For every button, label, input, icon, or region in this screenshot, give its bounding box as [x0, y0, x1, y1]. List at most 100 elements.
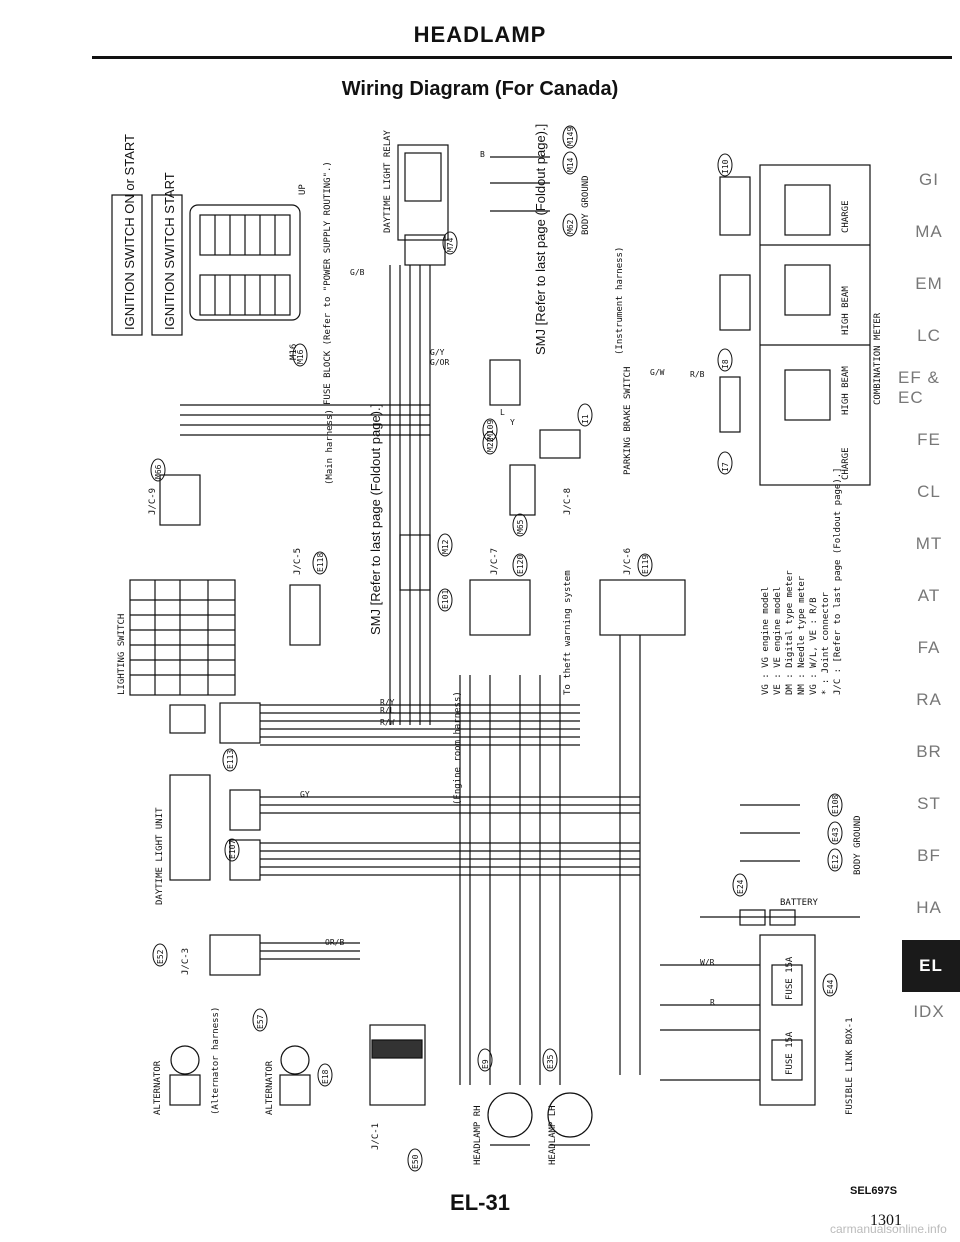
connector-e120: E120 — [512, 553, 528, 577]
main-harness-label: (Main harness) — [325, 409, 335, 485]
connector-id-text: I8 — [721, 359, 730, 369]
connector-id-text: E119 — [641, 555, 650, 574]
section-tab-ha[interactable]: HA — [916, 898, 942, 917]
section-tab-fa[interactable]: FA — [917, 638, 941, 657]
wire-label: R — [710, 998, 715, 1007]
legend-5: VG : W/L, VE : R/B — [809, 597, 819, 695]
jc5-box — [289, 584, 321, 646]
connector-m74: M74 — [442, 231, 458, 255]
connector-e12: E12 — [827, 848, 843, 872]
connector-i7: I7 — [717, 451, 733, 475]
section-tab-at[interactable]: AT — [917, 586, 941, 605]
wire-label: Y — [510, 418, 515, 427]
jc1-box — [369, 1024, 426, 1106]
section-tab-el[interactable]: EL — [902, 940, 960, 992]
connector-e101: E101 — [437, 588, 453, 612]
connector-e24: E24 — [732, 873, 748, 897]
section-tab-st[interactable]: ST — [917, 794, 941, 813]
connector-id-text: E44 — [826, 979, 835, 994]
connector-id-text: M16 — [296, 349, 305, 364]
lighting-switch-grid — [129, 579, 236, 696]
body-ground-top-label: BODY GROUND — [581, 175, 591, 235]
connector-id-text: I1 — [581, 414, 590, 424]
connector-e44: E44 — [822, 973, 838, 997]
connector-m22: M22 — [482, 431, 498, 455]
wire-label: L — [500, 408, 505, 417]
headlamp-rh-label: HEADLAMP RH — [473, 1105, 483, 1165]
connector-i10: I10 — [717, 153, 733, 177]
connector-e118: E118 — [312, 551, 328, 575]
connector-id-text: E101 — [441, 590, 450, 609]
jc3-box — [209, 934, 261, 976]
section-tab-ra[interactable]: RA — [916, 690, 942, 709]
wiring-svg: IGNITION SWITCH ON or START IGNITION SWI… — [111, 124, 883, 1172]
jc6-box — [599, 579, 686, 636]
connector-e43: E43 — [827, 821, 843, 845]
legend-6: * : Joint connector — [821, 591, 831, 695]
connector-i8: I8 — [717, 348, 733, 372]
alternator-label-2: ALTERNATOR — [265, 1060, 275, 1115]
combination-meter-label: COMBINATION METER — [873, 312, 883, 405]
section-tab-bf[interactable]: BF — [917, 846, 941, 865]
connector-id-text: E118 — [316, 553, 325, 572]
wire-label: G/Y — [430, 348, 445, 357]
wiring-diagram: IGNITION SWITCH ON or START IGNITION SWI… — [100, 115, 890, 1175]
print-page-number: 1301 — [870, 1212, 902, 1229]
page-title: HEADLAMP — [413, 22, 547, 47]
connector-id-text: M66 — [154, 464, 163, 479]
section-tab-cl[interactable]: CL — [917, 482, 941, 501]
jc7-label: J/C-7 — [490, 548, 500, 575]
connector-id-text: M74 — [446, 237, 455, 252]
smj-label-mid: SMJ [Refer to last page (Foldout page).] — [368, 404, 383, 635]
alt-harness-label: (Alternator harness) — [211, 1007, 221, 1115]
parking-brake-label: PARKING BRAKE SWITCH — [623, 367, 633, 475]
connector-id-text: E113 — [226, 750, 235, 769]
connector-e108: E108 — [827, 793, 843, 817]
fuse-block-id: M16 — [289, 344, 299, 360]
section-tab-em[interactable]: EM — [915, 274, 943, 293]
connector-id-text: E18 — [321, 1069, 330, 1084]
connector-e52: E52 — [152, 943, 168, 967]
connector-id-text: M62 — [566, 219, 575, 234]
section-tab-fe[interactable]: FE — [917, 430, 941, 449]
headlamp-lh-label: HEADLAMP LH — [548, 1105, 558, 1165]
legend-1: VG : VG engine model — [761, 587, 771, 695]
section-tab-br[interactable]: BR — [916, 742, 942, 761]
connector-m12: M12 — [437, 533, 453, 557]
section-tab-idx[interactable]: IDX — [913, 1002, 945, 1021]
connector-id-text: M12 — [441, 539, 450, 554]
up-label: UP — [298, 184, 308, 195]
connector-m62: M62 — [562, 213, 578, 237]
connector-i1: I1 — [577, 403, 593, 427]
jc1-label: J/C-1 — [371, 1123, 381, 1150]
jc8-label: J/C-8 — [563, 488, 573, 515]
connector-id-text: M65 — [516, 519, 525, 534]
legend-4: NM : Needle type meter — [797, 575, 807, 695]
section-tab-lc[interactable]: LC — [917, 326, 941, 345]
diagram-subtitle: Wiring Diagram (For Canada) — [341, 78, 619, 100]
connector-id-text: E107 — [228, 840, 237, 859]
connector-id-text: E108 — [831, 795, 840, 814]
section-tab-ma[interactable]: MA — [915, 222, 943, 241]
title-rule — [92, 56, 952, 59]
connector-id-text: E24 — [736, 879, 745, 894]
ign-switch-on-label: IGNITION SWITCH ON or START — [122, 134, 137, 330]
connector-id-text: M109 — [486, 420, 495, 439]
dtl-unit-label: DAYTIME LIGHT UNIT — [155, 807, 165, 905]
section-tab-mt[interactable]: MT — [915, 534, 943, 553]
connector-e119: E119 — [637, 553, 653, 577]
dtl-relay-label: DAYTIME LIGHT RELAY — [383, 129, 393, 233]
jc6-label: J/C-6 — [623, 548, 633, 575]
connector-id-text: M149 — [566, 127, 575, 146]
wire-label: GY — [300, 790, 310, 799]
section-tab-ef-ec[interactable]: EF & EC — [898, 368, 940, 407]
figure-code: SEL697S — [850, 1185, 898, 1197]
section-tab-gi[interactable]: GI — [919, 170, 939, 189]
connector-id-text: E52 — [156, 949, 165, 964]
fuse-block-label: FUSE BLOCK (Refer to "POWER SUPPLY ROUTI… — [323, 161, 333, 405]
connector-id-text: E120 — [516, 555, 525, 574]
connector-e113: E113 — [222, 748, 238, 772]
battery-label: BATTERY — [780, 898, 819, 908]
dtl-relay-box — [397, 144, 449, 241]
